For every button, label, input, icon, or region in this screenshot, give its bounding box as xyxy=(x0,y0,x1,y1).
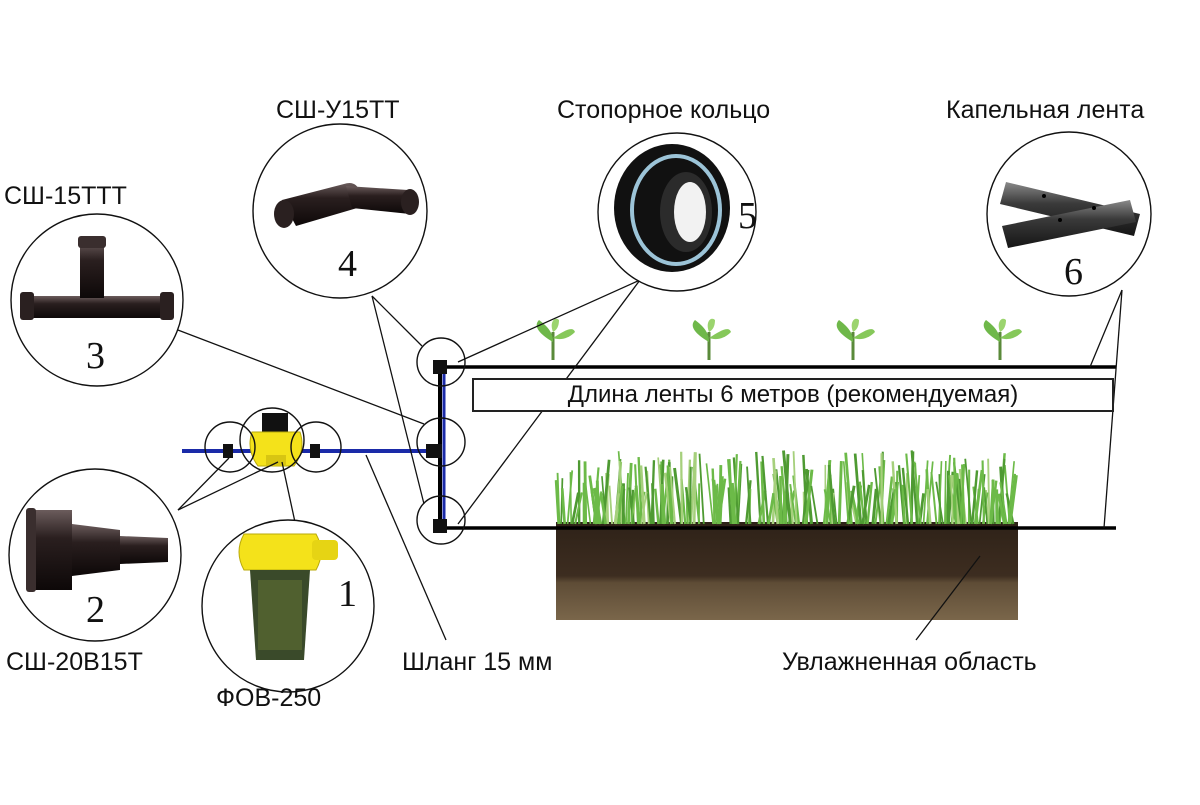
grass xyxy=(554,450,1018,525)
seedling xyxy=(983,318,1022,360)
soil-block xyxy=(556,522,1018,620)
label-adapter: СШ-20В15Т xyxy=(6,648,143,676)
callout-1-filter xyxy=(201,519,375,693)
callout-number: 2 xyxy=(86,589,105,631)
label-elbow: СШ-У15ТТ xyxy=(276,96,400,124)
label-tee: СШ-15ТТТ xyxy=(4,182,127,210)
tape-length-banner: Длина ленты 6 метров (рекомендуемая) xyxy=(472,378,1114,412)
label-drip-tape: Капельная лента xyxy=(946,96,1145,124)
callout-4-elbow xyxy=(252,123,428,299)
callout-6-tape xyxy=(986,131,1152,297)
callout-number: 3 xyxy=(86,335,105,377)
callout-number: 1 xyxy=(338,573,357,615)
seedling xyxy=(536,318,575,360)
callout-3-tee xyxy=(10,213,184,387)
line-fittings xyxy=(223,360,447,533)
callout-2-adapter xyxy=(8,468,182,642)
seedling xyxy=(692,318,731,360)
callout-number: 6 xyxy=(1064,251,1083,293)
seedling xyxy=(836,318,875,360)
label-hose: Шланг 15 мм xyxy=(402,648,553,676)
label-locking-ring: Стопорное кольцо xyxy=(557,96,771,124)
connection-marker xyxy=(204,337,466,545)
label-moist-area: Увлажненная область xyxy=(782,648,1037,676)
callout-number: 5 xyxy=(738,195,757,237)
label-filter: ФОВ-250 xyxy=(216,684,322,712)
filter-on-line xyxy=(249,413,303,467)
callout-number: 4 xyxy=(338,243,357,285)
callout-5-ring xyxy=(597,132,757,292)
